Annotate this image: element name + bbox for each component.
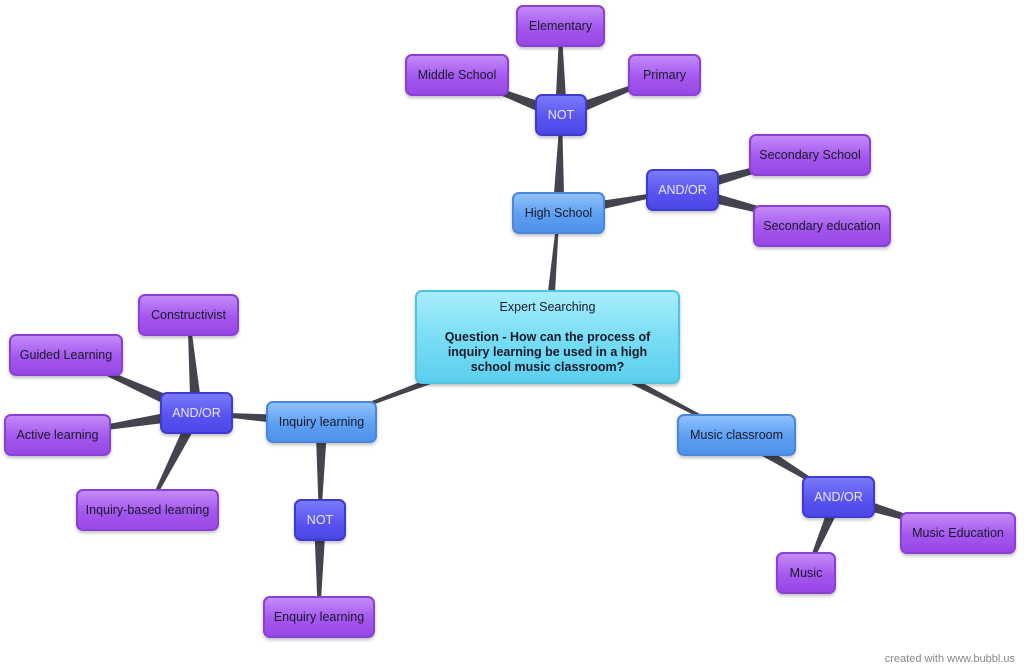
footer-credit: created with www.bubbl.us xyxy=(884,653,1015,665)
node-active-learning[interactable]: Active learning xyxy=(4,414,111,456)
node-middle-school[interactable]: Middle School xyxy=(405,54,509,96)
node-enquiry-learning[interactable]: Enquiry learning xyxy=(263,596,375,638)
central-title: Expert Searching xyxy=(499,299,596,314)
connector-not_top-elementary xyxy=(555,25,567,116)
connector-inquiry_learning-not_left xyxy=(315,421,328,521)
node-secondary-education[interactable]: Secondary education xyxy=(753,205,891,247)
node-high-school[interactable]: High School xyxy=(512,192,605,234)
connector-high_school-not_top xyxy=(552,114,565,214)
connector-not_left-enquiry_learning xyxy=(314,519,326,618)
node-music[interactable]: Music xyxy=(776,552,836,594)
node-and-or-operator[interactable]: AND/OR xyxy=(160,392,233,434)
connector-andor_left-inquiry_based xyxy=(146,410,202,511)
node-music-education[interactable]: Music Education xyxy=(900,512,1016,554)
connector-andor_left-constructivist xyxy=(187,314,203,414)
node-guided-learning[interactable]: Guided Learning xyxy=(9,334,123,376)
node-constructivist[interactable]: Constructivist xyxy=(138,294,239,336)
node-inquiry-learning[interactable]: Inquiry learning xyxy=(266,401,377,443)
node-inquiry-based-learning[interactable]: Inquiry-based learning xyxy=(76,489,219,531)
node-not-operator[interactable]: NOT xyxy=(535,94,587,136)
node-and-or-operator[interactable]: AND/OR xyxy=(646,169,719,211)
node-secondary-school[interactable]: Secondary School xyxy=(749,134,871,176)
node-elementary[interactable]: Elementary xyxy=(516,5,605,47)
node-primary[interactable]: Primary xyxy=(628,54,701,96)
node-and-or-operator[interactable]: AND/OR xyxy=(802,476,875,518)
node-not-operator[interactable]: NOT xyxy=(294,499,346,541)
node-music-classroom[interactable]: Music classroom xyxy=(677,414,796,456)
central-question: Question - How can the process of inquir… xyxy=(444,329,651,374)
central-topic-node[interactable]: Expert Searching Question - How can the … xyxy=(415,290,680,384)
